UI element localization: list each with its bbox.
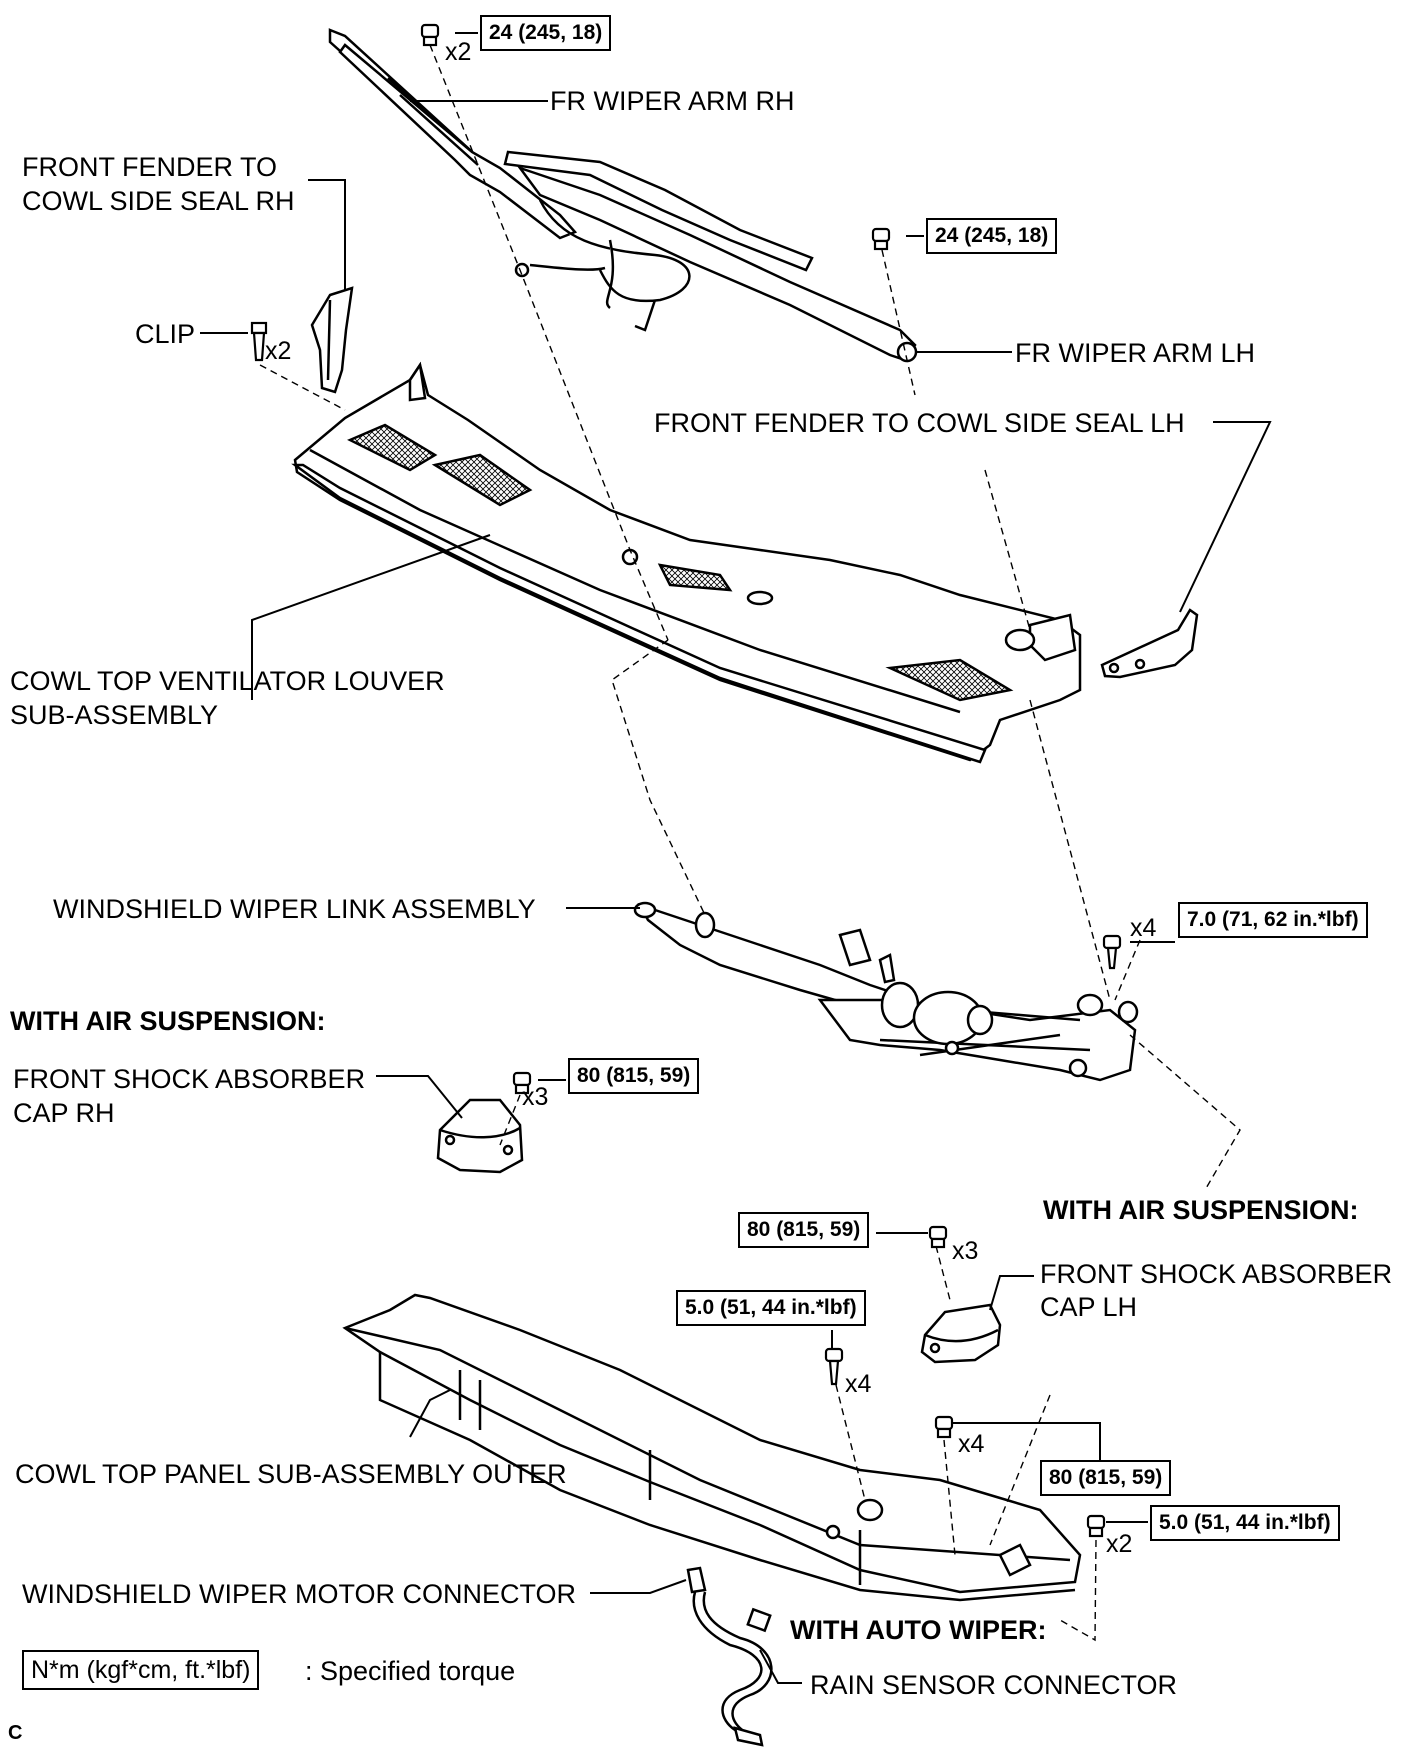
torque-box-panel-nut-x4: 80 (815, 59) [1040, 1460, 1172, 1496]
nut-panel-x4 [934, 1415, 954, 1439]
label-shock-cap-rh-line2: CAP RH [13, 1098, 115, 1128]
leader-lines [200, 32, 1272, 1684]
label-fender-seal-rh-line2: COWL SIDE SEAL RH [22, 186, 295, 216]
torque-box-shock-lh: 80 (815, 59) [738, 1212, 870, 1248]
label-motor-connector: WINDSHIELD WIPER MOTOR CONNECTOR [22, 1579, 577, 1609]
qty-link-bolt: x4 [1130, 914, 1157, 942]
label-shock-cap-rh-line1: FRONT SHOCK ABSORBER [13, 1064, 366, 1094]
shock-absorber-cap-rh [436, 1098, 524, 1174]
torque-box-fr-arm-lh: 24 (245, 18) [926, 218, 1058, 254]
legend-text: : Specified torque [305, 1656, 516, 1686]
qty-shock-rh: x3 [522, 1083, 549, 1111]
label-fender-seal-lh: FRONT FENDER TO COWL SIDE SEAL LH [654, 408, 1185, 438]
nut-shock-rh [512, 1071, 532, 1095]
clip-fastener [250, 321, 268, 362]
motor-connector-harness [686, 1566, 773, 1747]
fender-seal-rh [310, 286, 354, 394]
torque-box-shock-rh: 80 (815, 59) [568, 1058, 700, 1094]
nut-fr-arm-lh [871, 227, 891, 251]
shock-absorber-cap-lh [920, 1303, 1002, 1364]
windshield-wiper-link-assembly [633, 901, 1139, 1082]
label-fr-wiper-arm-rh: FR WIPER ARM RH [550, 86, 795, 116]
nut-shock-lh [928, 1225, 948, 1249]
label-louver-line1: COWL TOP VENTILATOR LOUVER [10, 666, 445, 696]
cowl-top-ventilator-louver [291, 361, 1082, 764]
label-panel-outer: COWL TOP PANEL SUB-ASSEMBLY OUTER [15, 1459, 567, 1489]
nut-panel-x2 [1086, 1514, 1106, 1538]
fr-wiper-arm-rh [328, 28, 578, 240]
label-louver-line2: SUB-ASSEMBLY [10, 700, 219, 730]
label-link-assembly: WINDSHIELD WIPER LINK ASSEMBLY [53, 894, 536, 924]
cowl-top-panel-outer [342, 1293, 1082, 1602]
label-shock-cap-lh-line2: CAP LH [1040, 1292, 1138, 1322]
qty-panel-nut-x2: x2 [1106, 1530, 1133, 1558]
corner-mark: C [8, 1722, 23, 1744]
qty-clip: x2 [265, 337, 292, 365]
label-fender-seal-rh-line1: FRONT FENDER TO [22, 152, 278, 182]
bolt-panel-outer [824, 1347, 844, 1386]
label-fr-wiper-arm-lh: FR WIPER ARM LH [1015, 338, 1256, 368]
label-with-air-suspension-1: WITH AIR SUSPENSION: [10, 1006, 326, 1036]
label-rain-sensor-connector: RAIN SENSOR CONNECTOR [810, 1670, 1178, 1700]
torque-box-link-assembly: 7.0 (71, 62 in.*lbf) [1178, 902, 1368, 938]
torque-box-panel-nut-x2: 5.0 (51, 44 in.*lbf) [1150, 1505, 1340, 1541]
label-with-auto-wiper: WITH AUTO WIPER: [790, 1615, 1047, 1645]
qty-panel-nut-x4: x4 [958, 1430, 985, 1458]
qty-shock-lh: x3 [952, 1237, 979, 1265]
fr-wiper-arm-lh [503, 150, 918, 363]
nut-fr-arm-rh [420, 23, 440, 47]
fender-seal-lh [1100, 608, 1199, 679]
bolt-link-assy [1102, 934, 1122, 970]
torque-box-panel-bolt: 5.0 (51, 44 in.*lbf) [676, 1290, 866, 1326]
label-clip: CLIP [135, 319, 196, 349]
fasteners [420, 23, 1122, 1538]
qty-panel-bolt: x4 [845, 1370, 872, 1398]
reference-lines [259, 44, 1241, 1642]
label-with-air-suspension-2: WITH AIR SUSPENSION: [1043, 1195, 1359, 1225]
qty-fr-arm-rh: x2 [445, 38, 472, 66]
legend-torque-box: N*m (kgf*cm, ft.*lbf) [22, 1650, 260, 1690]
label-shock-cap-lh-line1: FRONT SHOCK ABSORBER [1040, 1259, 1393, 1289]
torque-box-fr-arm-rh: 24 (245, 18) [480, 15, 612, 51]
